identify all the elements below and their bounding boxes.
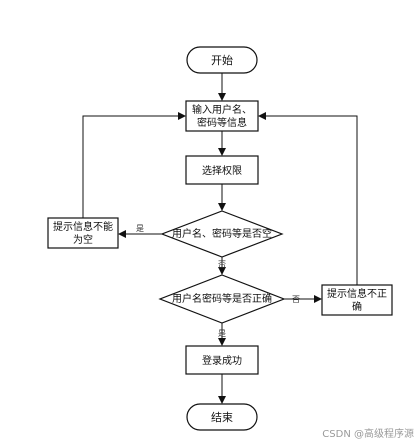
- select-permission-box: [185, 155, 259, 185]
- input-info-label-line1: 输入用户名、: [192, 103, 252, 116]
- prompt-incorrect-label-line1: 提示信息不正: [327, 287, 387, 300]
- login-success-box: [185, 345, 259, 375]
- input-info-box: [185, 100, 259, 132]
- prompt-empty-label-line2: 为空: [73, 233, 93, 246]
- check-correct-label: 用户名密码等是否正确: [172, 292, 272, 305]
- prompt-incorrect-box: [321, 284, 393, 316]
- edge-label-no-correct: 否: [292, 295, 300, 304]
- check-empty-label: 用户名、密码等是否空: [172, 227, 272, 240]
- watermark: CSDN @高级程序源: [322, 429, 414, 440]
- prompt-empty-label-line1: 提示信息不能: [53, 220, 113, 233]
- edge-label-yes-correct: 是: [218, 329, 226, 338]
- edge-label-yes-empty: 是: [136, 224, 144, 233]
- select-permission-label: 选择权限: [202, 164, 242, 177]
- start-label: 开始: [211, 53, 233, 67]
- prompt-incorrect-label-line2: 确: [352, 300, 362, 313]
- end-label: 结束: [211, 411, 233, 424]
- login-success-label: 登录成功: [202, 354, 242, 367]
- edge-label-no-empty: 否: [218, 260, 226, 269]
- edge-prompt-empty-back-to-input: [82, 112, 186, 218]
- edge-prompt-incorrect-back-to-input: [258, 112, 358, 285]
- input-info-label-line2: 密码等信息: [197, 116, 247, 129]
- end-node: [186, 403, 258, 431]
